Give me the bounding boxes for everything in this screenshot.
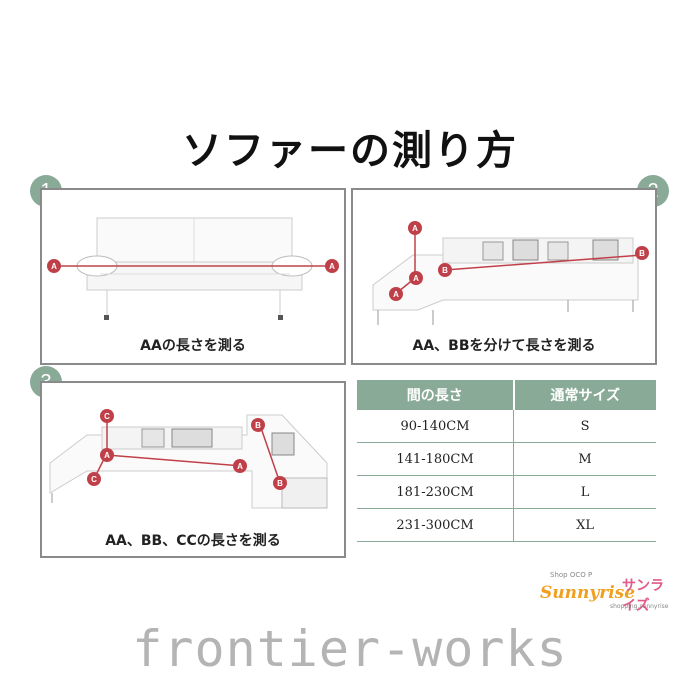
table-row: 181-230CM L <box>357 475 656 509</box>
panel-1: A A AAの長さを測る <box>40 188 346 365</box>
logo-top-text: Shop OCO P <box>550 571 593 579</box>
length-cell: 231-300CM <box>357 508 515 542</box>
size-cell: S <box>513 410 656 443</box>
shop-logo: Shop OCO P Sunnyrise サンライズ shopping.sunn… <box>540 565 670 615</box>
table-row: 231-300CM XL <box>357 508 656 542</box>
watermark-text: frontier-works <box>132 620 568 678</box>
logo-bottom-text: shopping.sunnyrise <box>610 603 669 610</box>
logo-jp-text: サンライズ <box>622 578 664 614</box>
panel-2-caption: AA、BBを分けて長さを測る <box>412 338 596 354</box>
sofa-u-shape-illustration: C C A A B B <box>49 409 328 509</box>
table-row: 90-140CM S <box>357 410 656 443</box>
panel-3: C C A A B B AA、BB、CCの長さを測る <box>40 381 346 558</box>
point-a-left: A <box>104 451 110 460</box>
point-c-bottom: C <box>91 475 97 484</box>
sofa-l-shape-illustration: A A A B B <box>372 221 649 325</box>
point-a-right: A <box>237 462 243 471</box>
size-cell: L <box>513 475 656 509</box>
point-a-bottom: A <box>393 290 399 299</box>
header-size: 通常サイズ <box>512 380 656 410</box>
page-title: ソファーの測り方 <box>182 127 518 174</box>
size-cell: M <box>513 442 656 476</box>
size-table: 間の長さ 通常サイズ 90-140CM S 141-180CM M 181-23… <box>357 380 656 542</box>
point-c-top: C <box>104 412 110 421</box>
measure-line-bb <box>444 254 643 271</box>
header-length: 間の長さ <box>357 380 514 410</box>
point-b-right: B <box>639 249 645 258</box>
point-b-left: B <box>442 266 448 275</box>
panel-3-caption: AA、BB、CCの長さを測る <box>105 533 281 549</box>
measure-line-aa <box>106 454 243 467</box>
panel-2: A A A B B AA、BBを分けて長さを測る <box>351 188 657 365</box>
measure-line-bb <box>259 424 281 484</box>
point-a-right: A <box>329 262 335 271</box>
table-row: 141-180CM M <box>357 442 656 476</box>
point-a-middle: A <box>413 274 419 283</box>
point-a-left: A <box>51 262 57 271</box>
point-b-top: B <box>255 421 261 430</box>
logo-brand: Sunnyrise <box>540 583 636 603</box>
length-cell: 141-180CM <box>357 442 515 476</box>
point-b-bottom: B <box>277 479 283 488</box>
point-a-top: A <box>412 224 418 233</box>
panel-1-caption: AAの長さを測る <box>140 338 246 354</box>
length-cell: 90-140CM <box>357 410 515 443</box>
sofa-straight-illustration: A A <box>47 217 339 320</box>
length-cell: 181-230CM <box>357 475 515 509</box>
size-cell: XL <box>513 508 656 542</box>
